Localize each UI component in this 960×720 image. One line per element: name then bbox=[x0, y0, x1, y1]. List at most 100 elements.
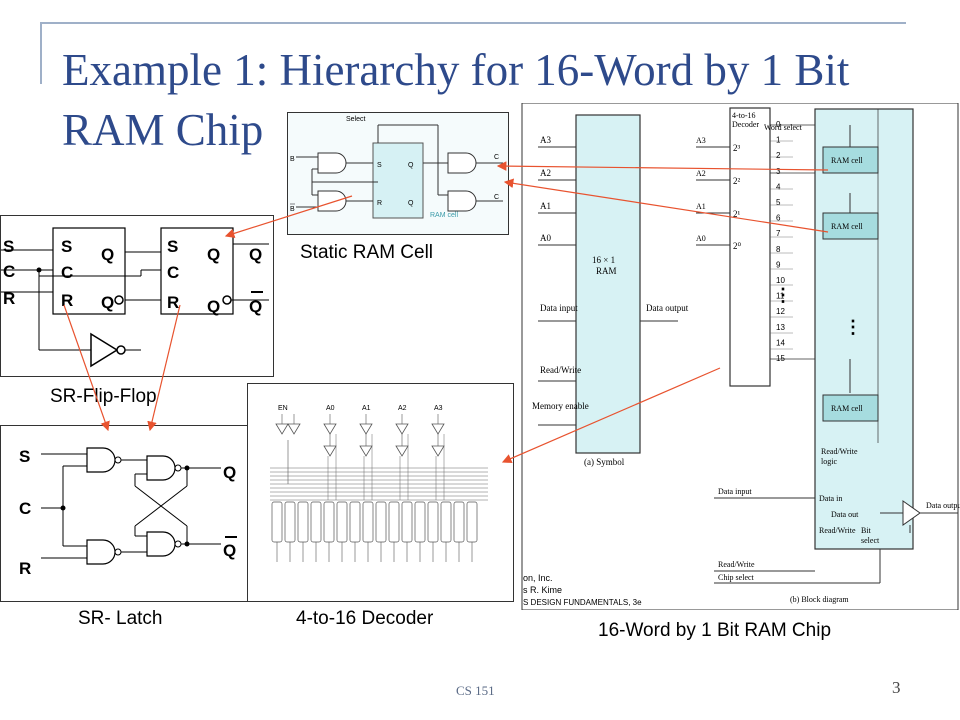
latch-s-label: S bbox=[19, 447, 30, 466]
symbol-memory-enable-label: Memory enable bbox=[532, 401, 589, 411]
word-line-number: 11 bbox=[776, 292, 785, 301]
credit-line-1: on, Inc. bbox=[523, 573, 553, 583]
decoder-weight-3: 2³ bbox=[733, 143, 741, 153]
data-out-label: Data out bbox=[831, 510, 859, 519]
decoder-weight-1: 2¹ bbox=[733, 209, 741, 219]
decoder-figure: EN A0 A1 A2 A3 bbox=[247, 383, 514, 602]
credit-line-2: s R. Kime bbox=[523, 585, 562, 595]
footer-course: CS 151 bbox=[456, 683, 495, 698]
decoder-title-2: Decoder bbox=[732, 120, 759, 129]
symbol-a1-label: A1 bbox=[540, 201, 551, 211]
ff-qbar-output-label: Q bbox=[249, 297, 262, 316]
word-line-number: 7 bbox=[776, 229, 781, 238]
r-label: R bbox=[377, 200, 382, 207]
chip-select-pin-label: Chip select bbox=[718, 573, 755, 582]
decoder-ellipsis: ⋮ bbox=[774, 285, 792, 305]
ff1-c-label: C bbox=[61, 263, 73, 282]
ff-q-output-label: Q bbox=[249, 245, 262, 264]
word-line-number: 9 bbox=[776, 260, 781, 269]
symbol-data-output-label: Data output bbox=[646, 303, 689, 313]
symbol-a3-label: A3 bbox=[540, 135, 551, 145]
word-line-number: 8 bbox=[776, 245, 781, 254]
word-line-number: 5 bbox=[776, 198, 781, 207]
ram-chip-caption: 16-Word by 1 Bit RAM Chip bbox=[598, 620, 832, 641]
c-label: C bbox=[494, 154, 499, 161]
c-bar-label: C bbox=[494, 194, 499, 201]
ff-r-input-label: R bbox=[3, 289, 15, 308]
ff2-c-label: C bbox=[167, 263, 179, 282]
decoder-a3-pin: A3 bbox=[434, 405, 443, 412]
sr-flip-flop-caption: SR-Flip-Flop bbox=[50, 386, 157, 407]
word-line-number: 0 bbox=[776, 120, 781, 129]
ff2-s-label: S bbox=[167, 237, 178, 256]
select-label: select bbox=[861, 536, 880, 545]
decoder-weight-2: 2² bbox=[733, 176, 741, 186]
title-line-2: RAM Chip bbox=[62, 105, 264, 156]
symbol-read-write-label: Read/Write bbox=[540, 365, 581, 375]
ff2-r-label: R bbox=[167, 293, 179, 312]
ff-s-input-label: S bbox=[3, 237, 14, 256]
symbol-caption: (a) Symbol bbox=[584, 457, 625, 467]
word-line-number: 13 bbox=[776, 323, 785, 332]
ff1-q-label: Q bbox=[101, 245, 114, 264]
q-bar-label: Q bbox=[408, 200, 414, 207]
symbol-data-input-label: Data input bbox=[540, 303, 578, 313]
credit-line-3: S DESIGN FUNDAMENTALS, 3e bbox=[523, 598, 642, 607]
ff1-r-label: R bbox=[61, 291, 73, 310]
sr-latch-caption: SR- Latch bbox=[78, 608, 163, 629]
rw-logic-label-2: logic bbox=[821, 457, 837, 466]
left-rule bbox=[40, 22, 42, 84]
cell-ellipsis: ⋮ bbox=[844, 317, 862, 337]
sr-flip-flop-figure: S C R S C R Q Q S C R Q Q Q Q bbox=[0, 215, 274, 377]
word-line-number: 14 bbox=[776, 338, 785, 347]
rw-logic-label-1: Read/Write bbox=[821, 447, 858, 456]
decoder-pin-a1: A1 bbox=[696, 202, 706, 211]
select-label: Select bbox=[346, 116, 366, 123]
data-input-pin-label: Data input bbox=[718, 487, 752, 496]
bit-label: Bit bbox=[861, 526, 872, 535]
symbol-ram-label: RAM bbox=[596, 266, 617, 276]
word-line-number: 2 bbox=[776, 151, 781, 160]
decoder-a2-pin: A2 bbox=[398, 405, 407, 412]
decoder-enable-pin: EN bbox=[278, 405, 288, 412]
q-label: Q bbox=[408, 162, 414, 169]
static-ram-cell-caption: Static RAM Cell bbox=[300, 242, 434, 263]
ram-cell-1-label: RAM cell bbox=[831, 222, 864, 231]
decoder-title-1: 4-to-16 bbox=[732, 111, 756, 120]
slide-title: Example 1: Hierarchy for 16-Word by 1 Bi… bbox=[62, 40, 960, 161]
block-caption: (b) Block diagram bbox=[790, 595, 849, 604]
latch-qbar-label: Q bbox=[223, 541, 236, 560]
word-line-number: 15 bbox=[776, 354, 785, 363]
decoder-a0-pin: A0 bbox=[326, 405, 335, 412]
read-write-pin-label: Read/Write bbox=[718, 560, 755, 569]
latch-c-label: C bbox=[19, 499, 31, 518]
symbol-a0-label: A0 bbox=[540, 233, 551, 243]
ff-c-input-label: C bbox=[3, 262, 15, 281]
decoder-pin-a0: A0 bbox=[696, 234, 706, 243]
decoder-pin-a2: A2 bbox=[696, 169, 706, 178]
ram-chip-figure: A3 A2 A1 A0 Data input Read/Write Memory… bbox=[518, 102, 960, 611]
ff1-qbar-label: Q bbox=[101, 293, 114, 312]
title-line-1: Example 1: Hierarchy for 16-Word by 1 Bi… bbox=[62, 45, 850, 95]
word-select-label: Word select bbox=[764, 123, 803, 132]
decoder-caption: 4-to-16 Decoder bbox=[296, 608, 434, 629]
word-line-number: 3 bbox=[776, 167, 781, 176]
ff1-s-label: S bbox=[61, 237, 72, 256]
sr-latch-figure: S C R Q Q bbox=[0, 425, 249, 602]
word-line-number: 1 bbox=[776, 136, 781, 145]
b-label: B bbox=[290, 156, 295, 163]
decoder-pin-a3: A3 bbox=[696, 136, 706, 145]
rw-port-label: Read/Write bbox=[819, 526, 856, 535]
b-bar-label: B bbox=[290, 206, 295, 213]
word-line-number: 4 bbox=[776, 182, 781, 191]
data-output-pin-label: Data output bbox=[926, 501, 960, 510]
word-line-number: 10 bbox=[776, 276, 785, 285]
ram-cell-label: RAM cell bbox=[430, 212, 458, 219]
ff2-qbar-label: Q bbox=[207, 297, 220, 316]
latch-q-label: Q bbox=[223, 463, 236, 482]
static-ram-cell-figure: Select B B S R Q Q C C RAM cell bbox=[287, 112, 509, 235]
data-in-label: Data in bbox=[819, 494, 842, 503]
s-label: S bbox=[377, 162, 382, 169]
ff2-q-label: Q bbox=[207, 245, 220, 264]
latch-r-label: R bbox=[19, 559, 31, 578]
